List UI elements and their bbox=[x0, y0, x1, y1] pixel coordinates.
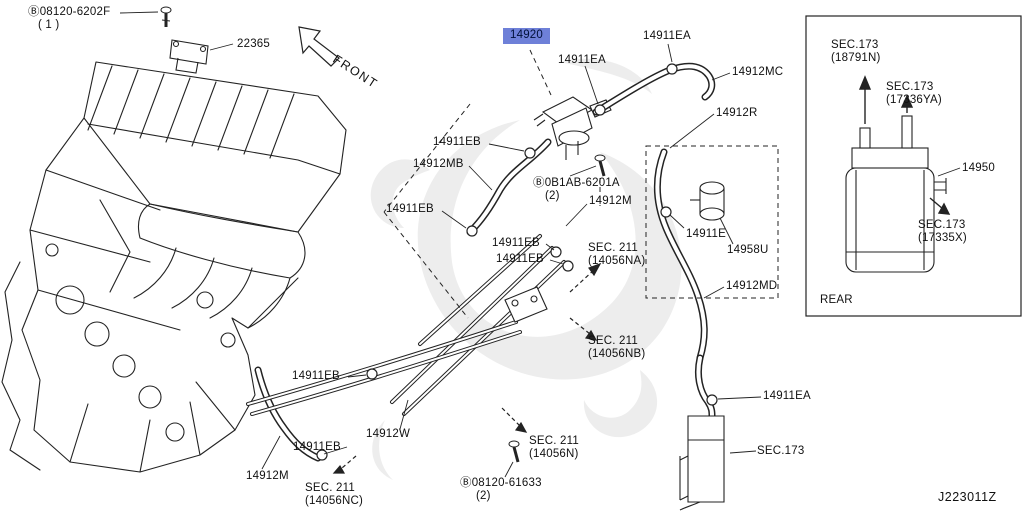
callout-14911EB-3[interactable]: 14911EB bbox=[492, 237, 540, 249]
dashed-lines bbox=[383, 49, 779, 319]
callout-qty: (2) bbox=[545, 190, 560, 203]
hose-clamps bbox=[316, 63, 718, 461]
callout-14912MC[interactable]: 14912MC bbox=[732, 66, 784, 78]
canister-drawing bbox=[845, 115, 947, 273]
callout-14911EB-6[interactable]: 14911EB bbox=[293, 441, 341, 453]
callout-14911E[interactable]: 14911E bbox=[686, 228, 726, 240]
ref-line1: SEC. 211 bbox=[529, 435, 579, 447]
watermark bbox=[370, 58, 682, 480]
callout-14911EA-2[interactable]: 14911EA bbox=[643, 30, 691, 42]
bolt-icon-bottom bbox=[508, 440, 520, 463]
callout-14912MB[interactable]: 14912MB bbox=[413, 158, 464, 170]
ref-line2: (18791N) bbox=[831, 52, 881, 65]
ref-sec173-17336YA: SEC.173 (17336YA) bbox=[886, 81, 942, 107]
ref-sec173-17335X: SEC.173 (17335X) bbox=[918, 219, 967, 245]
bolt-icon-center bbox=[594, 154, 606, 177]
leader-lines bbox=[119, 11, 961, 478]
damper-drawing bbox=[690, 181, 725, 221]
sensor-22365-drawing bbox=[169, 39, 209, 74]
callout-bolt-0B1AB-6201A[interactable]: Ⓑ0B1AB-6201A (2) bbox=[533, 177, 620, 203]
ref-sec211-14056NB: SEC. 211 (14056NB) bbox=[588, 335, 645, 361]
callout-14911EB-4[interactable]: 14911EB bbox=[496, 253, 544, 265]
inset-arrows bbox=[858, 75, 951, 215]
ref-line2: (14056NA) bbox=[588, 255, 646, 268]
ref-line1: SEC. 211 bbox=[588, 242, 638, 254]
callout-14912M-1[interactable]: 14912M bbox=[589, 195, 632, 207]
ref-sec211-14056N: SEC. 211 (14056N) bbox=[529, 435, 579, 461]
front-arrow bbox=[298, 26, 340, 67]
callout-text: Ⓑ08120-6202F bbox=[28, 6, 111, 18]
ref-line1: SEC.173 bbox=[886, 81, 934, 93]
callout-14920-highlighted[interactable]: 14920 bbox=[503, 28, 550, 45]
callout-14912R[interactable]: 14912R bbox=[716, 107, 758, 119]
callout-bolt-08120-6202F[interactable]: Ⓑ08120-6202F ( 1 ) bbox=[28, 6, 110, 32]
ref-line2: (17336YA) bbox=[886, 94, 942, 107]
callout-14911EA-1[interactable]: 14911EA bbox=[558, 54, 606, 66]
ref-line2: (14056N) bbox=[529, 448, 579, 461]
diagram-code: J223011Z bbox=[938, 490, 997, 504]
callout-14912W[interactable]: 14912W bbox=[366, 428, 411, 440]
callout-14911EA-3[interactable]: 14911EA bbox=[763, 390, 811, 402]
callout-14958U[interactable]: 14958U bbox=[727, 244, 769, 256]
callout-14911EB-1[interactable]: 14911EB bbox=[433, 136, 481, 148]
ref-line2: (14056NB) bbox=[588, 348, 646, 361]
callout-14912M-2[interactable]: 14912M bbox=[246, 470, 289, 482]
callout-14950[interactable]: 14950 bbox=[962, 162, 995, 174]
callout-14911EB-5[interactable]: 14911EB bbox=[292, 370, 340, 382]
ref-line1: SEC.173 bbox=[918, 219, 966, 231]
ref-line1: SEC.173 bbox=[831, 39, 879, 51]
callout-qty: (2) bbox=[476, 490, 491, 503]
ref-sec173-18791N: SEC.173 (18791N) bbox=[831, 39, 881, 65]
engine-sketch bbox=[1, 61, 347, 473]
bolt-icon-top bbox=[160, 6, 172, 27]
canister-bracket-drawing bbox=[679, 415, 725, 511]
callout-qty: ( 1 ) bbox=[38, 19, 60, 32]
ref-line1: SEC. 211 bbox=[588, 335, 638, 347]
callout-14911EB-2[interactable]: 14911EB bbox=[386, 203, 434, 215]
callout-22365[interactable]: 22365 bbox=[237, 38, 270, 50]
callout-14912MD[interactable]: 14912MD bbox=[726, 280, 778, 292]
sec211-arrows bbox=[332, 262, 602, 474]
rear-label: REAR bbox=[820, 294, 853, 306]
ref-line1: SEC. 211 bbox=[305, 482, 355, 494]
callout-text: Ⓑ0B1AB-6201A bbox=[533, 177, 620, 189]
ref-sec173-main: SEC.173 bbox=[757, 445, 805, 457]
ref-line2: (17335X) bbox=[918, 232, 967, 245]
inset-box bbox=[805, 15, 1022, 317]
ref-sec211-14056NA: SEC. 211 (14056NA) bbox=[588, 242, 645, 268]
callout-text: Ⓑ08120-61633 bbox=[460, 477, 542, 489]
ref-sec211-14056NC: SEC. 211 (14056NC) bbox=[305, 482, 363, 508]
ref-line2: (14056NC) bbox=[305, 495, 364, 508]
tube-bracket-drawing bbox=[504, 286, 548, 323]
callout-bolt-08120-61633[interactable]: Ⓑ08120-61633 (2) bbox=[460, 477, 542, 503]
